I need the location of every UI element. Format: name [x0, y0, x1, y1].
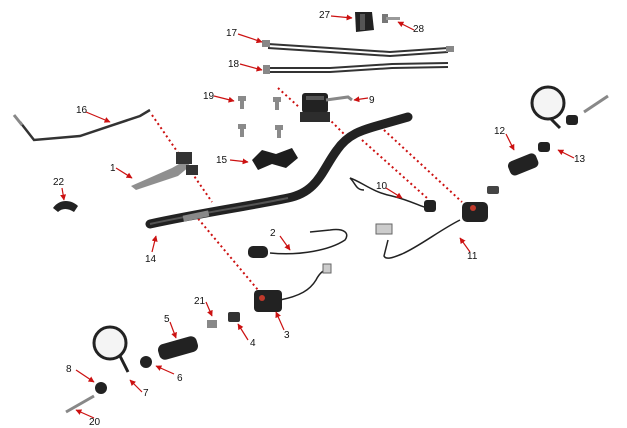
callout-17: 17: [226, 28, 238, 39]
left-grip: [140, 312, 240, 368]
callout-4: 4: [250, 338, 256, 349]
left-switch: [254, 263, 332, 312]
clutch-cable: [12, 108, 151, 142]
callout-16: 16: [76, 105, 88, 116]
callout-10: 10: [376, 181, 388, 192]
callout-27: 27: [319, 10, 331, 21]
throttle-cable-17: [262, 40, 454, 58]
switch-cable-10: [349, 177, 436, 212]
bolt-28: [382, 14, 400, 23]
switch-cable-2: [248, 228, 348, 258]
callout-14: 14: [145, 254, 157, 265]
bolts-19: [238, 96, 283, 138]
right-mirror: [530, 85, 609, 130]
callout-15: 15: [216, 155, 228, 166]
throttle-cable-18: [263, 62, 449, 74]
riser-clamp: [252, 148, 298, 170]
handlebar: [145, 112, 413, 229]
callout-3: 3: [284, 330, 290, 341]
callout-7: 7: [143, 388, 149, 399]
callout-1: 1: [110, 163, 116, 174]
callout-18: 18: [228, 59, 240, 70]
right-grip: [487, 142, 550, 194]
left-mirror: [65, 325, 130, 414]
callout-5: 5: [164, 314, 170, 325]
grip-cover-22: [53, 201, 78, 212]
callout-20: 20: [89, 417, 101, 428]
callout-21: 21: [194, 296, 206, 307]
guide-line: [383, 129, 463, 203]
callout-2: 2: [270, 228, 276, 239]
callout-6: 6: [177, 373, 183, 384]
callout-28: 28: [413, 24, 425, 35]
callout-9: 9: [369, 95, 375, 106]
guide-line: [194, 214, 259, 291]
guide-line: [277, 87, 301, 109]
right-switch: [375, 202, 488, 259]
callout-19: 19: [203, 91, 215, 102]
clamp-27: [355, 12, 374, 32]
callout-22: 22: [53, 177, 65, 188]
callout-8: 8: [66, 364, 72, 375]
callout-12: 12: [494, 126, 506, 137]
master-cylinder: [300, 93, 353, 122]
callout-11: 11: [467, 251, 478, 262]
callout-leaders: [60, 14, 575, 419]
callout-13: 13: [574, 154, 586, 165]
clutch-lever: [131, 152, 198, 190]
callout-labels: 1 2 3 4 5 6 7 8 9 10 11 12 13 14 15 16 1…: [53, 10, 586, 428]
